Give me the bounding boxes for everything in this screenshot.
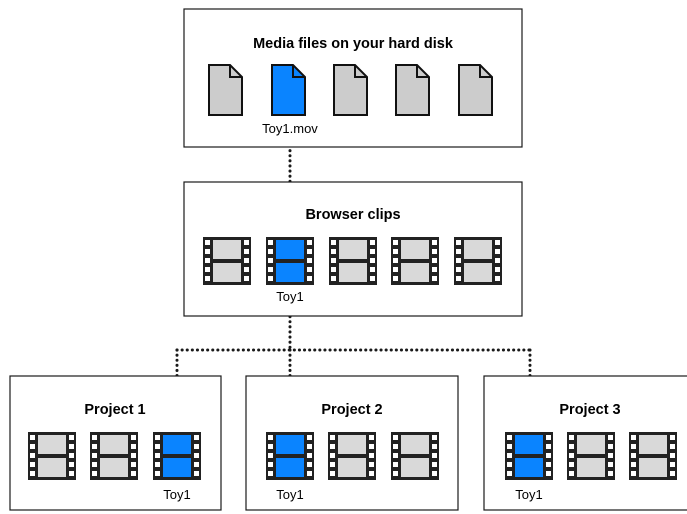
film-strip-icon xyxy=(454,237,502,285)
document-icon-selected xyxy=(271,64,306,116)
film-strip-icon xyxy=(203,237,251,285)
film-strip-icon xyxy=(391,237,439,285)
film-strip-icon xyxy=(90,432,138,480)
project-box-1: Project 1 Toy1 xyxy=(9,375,222,511)
document-icon xyxy=(333,64,368,116)
project-2-clip-label: Toy1 xyxy=(276,487,303,502)
film-strip-icon xyxy=(629,432,677,480)
document-icon xyxy=(208,64,243,116)
clip-label-toy1: Toy1 xyxy=(276,289,303,304)
film-strip-icon-selected xyxy=(266,237,314,285)
film-strip-icon xyxy=(329,237,377,285)
film-strip-icon xyxy=(328,432,376,480)
film-strip-icon-selected xyxy=(266,432,314,480)
project-box-3: Project 3 Toy1 xyxy=(483,375,687,511)
project-2-title: Project 2 xyxy=(321,402,382,418)
browser-clips-box: Browser clips Toy1 xyxy=(183,181,523,317)
media-files-box: Media files on your hard disk Toy1.mov xyxy=(183,8,523,148)
film-strip-icon-selected xyxy=(505,432,553,480)
media-files-title: Media files on your hard disk xyxy=(253,36,454,52)
file-label-toy1-mov: Toy1.mov xyxy=(262,121,318,136)
film-strip-icon xyxy=(391,432,439,480)
document-icon xyxy=(395,64,430,116)
project-3-title: Project 3 xyxy=(559,402,620,418)
project-box-2: Project 2 Toy1 xyxy=(245,375,459,511)
film-strip-icon-selected xyxy=(153,432,201,480)
project-3-clip-label: Toy1 xyxy=(515,487,542,502)
film-strip-icon xyxy=(28,432,76,480)
project-1-clip-label: Toy1 xyxy=(163,487,190,502)
film-strip-icon xyxy=(567,432,615,480)
document-icon xyxy=(458,64,493,116)
browser-clips-title: Browser clips xyxy=(305,207,400,223)
project-1-title: Project 1 xyxy=(84,402,145,418)
